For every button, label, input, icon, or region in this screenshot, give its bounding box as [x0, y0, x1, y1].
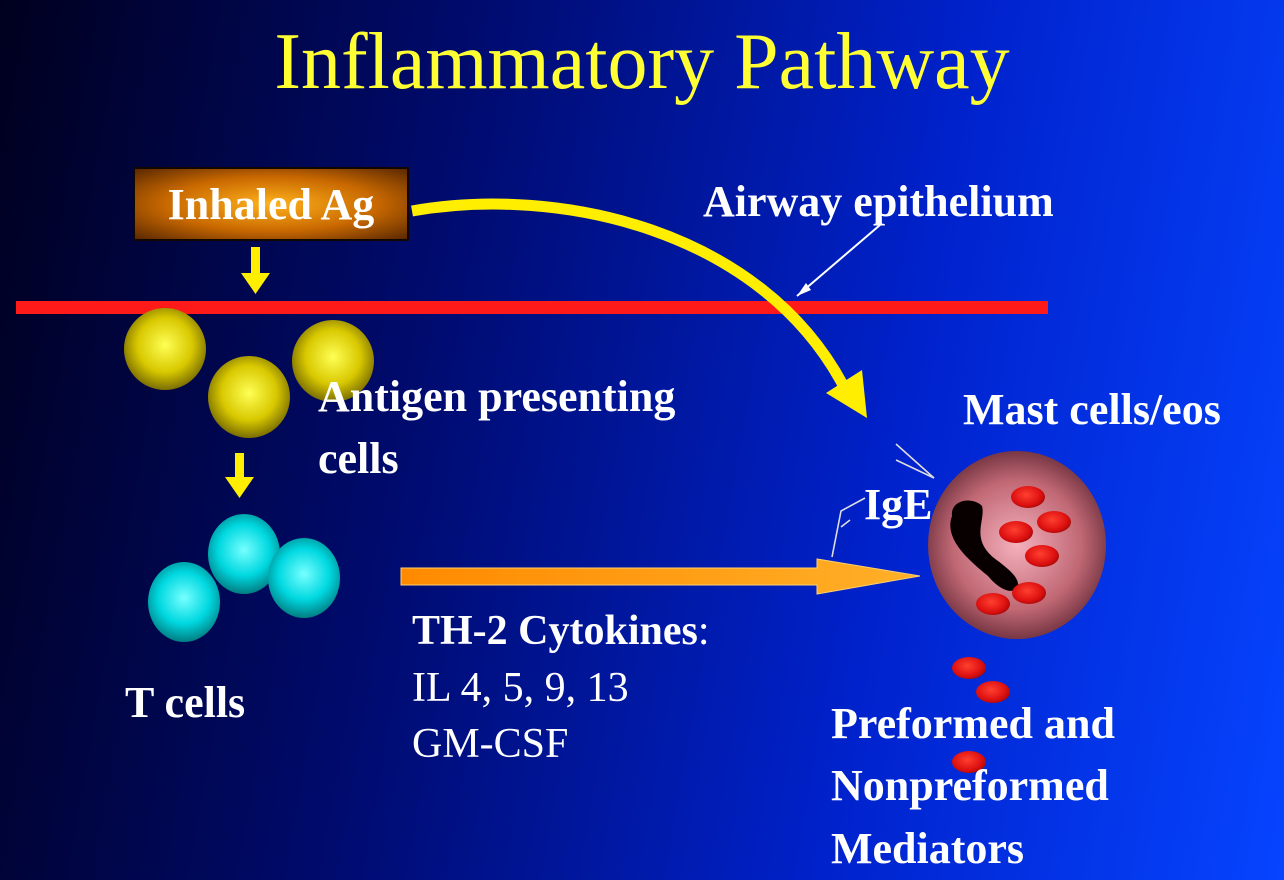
- down-arrow-apc: [225, 453, 254, 498]
- mast-granule-4: [1025, 545, 1059, 567]
- mast-cells-label: Mast cells/eos: [963, 385, 1221, 434]
- ige-receptor-lines: [831, 443, 935, 558]
- apc-cell-2: [208, 356, 290, 438]
- mast-granule-6: [976, 593, 1010, 615]
- apc-cell-3: [292, 320, 374, 402]
- mast-granule-1: [1011, 486, 1045, 508]
- released-granule-3: [952, 751, 986, 773]
- airway-epithelium-label: Airway epithelium: [703, 177, 1054, 226]
- mediators-line2: Nonpreformed: [831, 761, 1109, 811]
- t-cells-label: T cells: [125, 678, 246, 727]
- antigen-curved-arrowhead: [826, 370, 867, 418]
- cytokine-arrow: [400, 558, 921, 595]
- apc-label-line1: Antigen presenting: [318, 372, 676, 421]
- apc-label-line2: cells: [318, 434, 399, 484]
- cytokines-text: TH-2 Cytokines: IL 4, 5, 9, 13 GM-CSF: [412, 603, 710, 773]
- mast-granule-5: [1012, 582, 1046, 604]
- mast-cell-nucleus: [950, 500, 1019, 591]
- airway-epithelium-pointer-head: [797, 283, 811, 296]
- down-arrow-ag: [241, 247, 270, 294]
- mast-granule-3: [999, 521, 1033, 543]
- antigen-curved-arrow: [411, 198, 848, 388]
- ige-label: IgE: [864, 480, 933, 529]
- airway-epithelium-pointer: [796, 224, 881, 297]
- inhaled-ag-label: Inhaled Ag: [167, 179, 375, 229]
- cytokines-list: IL 4, 5, 9, 13: [412, 664, 629, 711]
- mediators-label: Preformed and Nonpreformed Mediators: [831, 693, 1115, 880]
- released-granule-1: [952, 657, 986, 679]
- mast-granule-2: [1037, 511, 1071, 533]
- mediators-line1: Preformed and: [831, 699, 1115, 748]
- t-cell-3: [148, 562, 220, 642]
- page-title: Inflammatory Pathway: [274, 18, 1010, 106]
- released-granule-2: [976, 681, 1010, 703]
- apc-cell-1: [124, 308, 206, 390]
- apc-label: Antigen presenting cells: [318, 366, 675, 491]
- mediators-line3: Mediators: [831, 823, 1025, 873]
- cytokines-gmcsf: GM-CSF: [412, 721, 569, 768]
- inhaled-ag-box: Inhaled Ag: [133, 167, 409, 241]
- t-cell-2: [268, 538, 340, 618]
- cytokines-colon: :: [697, 608, 710, 654]
- cytokines-heading: TH-2 Cytokines: [412, 608, 698, 654]
